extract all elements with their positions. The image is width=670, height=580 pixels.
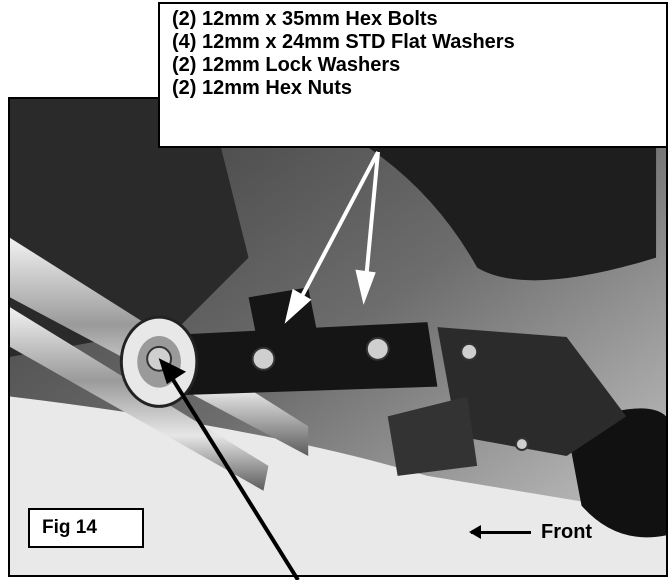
callout-line: (2) 12mm x 35mm Hex Bolts	[172, 8, 438, 30]
callout-line: (2) 12mm Hex Nuts	[172, 77, 353, 99]
photo-frame	[8, 97, 668, 577]
front-label: Front	[541, 521, 593, 543]
callout-line: (2) 12mm Lock Washers	[172, 54, 401, 76]
parts-callout: (2) 12mm x 35mm Hex Bolts (4) 12mm x 24m…	[158, 2, 668, 148]
motorcycle-photo	[10, 99, 666, 575]
callout-line: (4) 12mm x 24mm STD Flat Washers	[172, 31, 515, 53]
figure-label: Fig 14	[28, 508, 144, 548]
left-arrow-icon	[469, 525, 531, 539]
front-direction-indicator: Front	[469, 521, 593, 544]
